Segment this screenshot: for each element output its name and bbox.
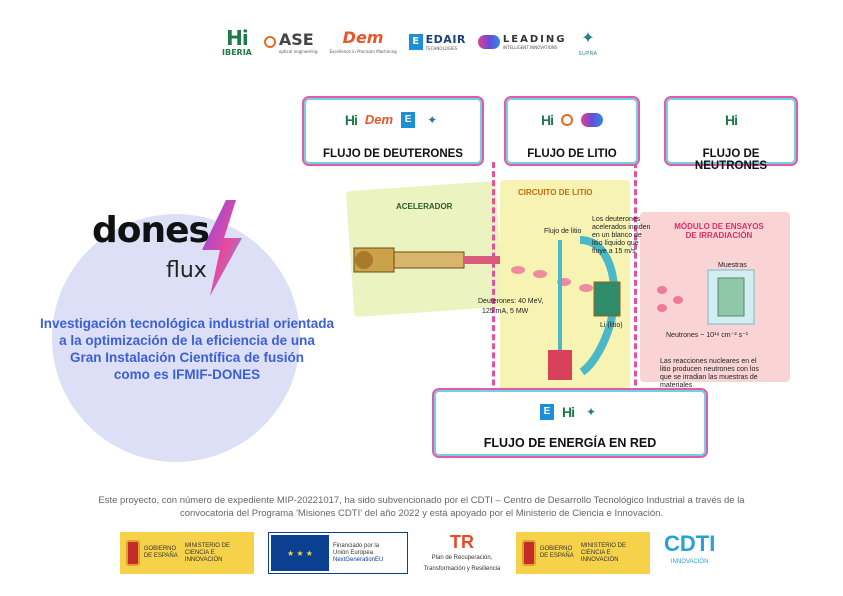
li-label: Li (litio) <box>600 322 623 329</box>
label-modulo-ensayos: MÓDULO DE ENSAYOS DE IRRADIACIÓN <box>674 222 764 240</box>
hi-iberia-mark: Hi <box>344 112 358 128</box>
edair-icon: E <box>408 34 423 50</box>
headline-line: Investigación tecnológica industrial ori… <box>39 316 335 331</box>
lightning-bolt-icon <box>202 200 242 296</box>
leading-icon <box>477 35 500 49</box>
dones-wordmark: dones <box>92 210 210 251</box>
supra-icon: ✦ <box>427 113 438 127</box>
leading-mark: LEADING <box>502 34 567 45</box>
eu-text-2: Unión Europea <box>333 549 374 556</box>
leading-icon <box>581 113 603 127</box>
funding-note-line: Este proyecto, con número de expediente … <box>98 495 745 506</box>
edair-subtitle: TECHNOLOGIES <box>425 46 458 51</box>
cdti-mark: CDTI <box>664 531 716 556</box>
hi-iberia-mark: Hi <box>562 404 575 420</box>
deuterones-note: Los deuterones acelerados inciden en un … <box>592 216 651 255</box>
ase-icon <box>263 36 276 48</box>
spain-coat-of-arms-icon <box>126 540 140 566</box>
project-headline: Investigación tecnológica industrial ori… <box>12 315 362 383</box>
card-flujo-neutrones: Hi FLUJO DE NEUTRONES <box>664 96 798 172</box>
dem-logo: Dem Excellence in Precision Machining <box>329 28 397 55</box>
hi-iberia-mark: Hi <box>725 112 738 128</box>
hi-iberia-logo: Hi IBERIA <box>222 28 252 57</box>
card-title-energia: FLUJO DE ENERGÍA EN RED <box>483 436 657 450</box>
gobierno-ministerio-logo: GOBIERNO DE ESPAÑA MINISTERIO DE CIENCIA… <box>120 532 254 574</box>
hi-iberia-mark: Hi <box>226 25 249 50</box>
deuteron-beam <box>511 266 593 292</box>
card-logos: Hi <box>514 110 630 130</box>
card-title-litio: FLUJO DE LITIO <box>527 148 617 160</box>
lithium-loop <box>548 236 621 380</box>
label-acelerador: ACELERADOR <box>396 202 453 211</box>
hi-iberia-text: IBERIA <box>222 47 252 57</box>
irradiation-module <box>657 269 755 325</box>
supra-mark: SUPRA <box>578 50 598 57</box>
eu-flag-icon: ★ ★ ★ <box>271 535 329 571</box>
partner-logos-header: Hi IBERIA ASE optical engineering Dem Ex… <box>222 22 597 62</box>
hi-iberia-mark: Hi <box>541 112 554 128</box>
dem-subtitle: Excellence in Precision Machining <box>329 49 397 54</box>
prtr-logo: TR Plan de Recuperación, Transformación … <box>422 533 502 573</box>
dem-mark: Dem <box>364 112 394 127</box>
prtr-text-1: Plan de Recuperación, <box>431 555 493 561</box>
supra-logo: ✦ SUPRA <box>578 28 597 57</box>
prtr-mark: TR <box>450 532 474 552</box>
headline-line: a la optimización de la eficiencia de un… <box>59 333 315 348</box>
edair-icon: E <box>401 112 416 128</box>
divider-dashed-left <box>492 162 495 458</box>
funding-note: Este proyecto, con número de expediente … <box>40 494 803 520</box>
brand-circle <box>52 214 300 462</box>
headline-line: Gran Instalación Científica de fusión <box>69 350 305 365</box>
card-flujo-energia: E Hi ✦ FLUJO DE ENERGÍA EN RED <box>432 388 708 458</box>
card-title-neutrones: FLUJO DE NEUTRONES <box>694 148 768 172</box>
headline-line: como es IFMIF-DONES <box>113 367 261 382</box>
funding-note-line: convocatoria del Programa 'Misiones CDTI… <box>179 508 664 519</box>
leading-logo: LEADING INTELLIGENT INNOVATIONS <box>477 34 567 50</box>
label-flujo-litio: Flujo de litio <box>544 228 582 235</box>
ministerio-text: MINISTERIO DE CIENCIA E INNOVACIÓN <box>184 542 230 563</box>
accelerator-illustration <box>353 247 500 273</box>
card-title-deuterones: FLUJO DE DEUTERONES <box>323 148 463 160</box>
funder-logos: GOBIERNO DE ESPAÑA MINISTERIO DE CIENCIA… <box>120 532 730 574</box>
prtr-text-2: Transformación y Resiliencia <box>423 566 501 572</box>
ase-subtitle: optical engineering <box>278 49 318 54</box>
neutrones-flux: Neutrones ~ 10¹⁸ cm⁻² s⁻¹ <box>666 332 749 339</box>
card-flujo-deuterones: Hi Dem E ✦ FLUJO DE DEUTERONES <box>302 96 484 166</box>
deuterones-energy-line-2: 125 mA, 5 MW <box>482 308 529 315</box>
eu-text-3: NextGenerationEU <box>333 556 384 563</box>
supra-icon: ✦ <box>585 405 597 419</box>
eu-nextgeneration-logo: ★ ★ ★ Financiado por la Unión Europea Ne… <box>268 532 408 574</box>
edair-mark: EDAIR <box>425 33 466 46</box>
card-flujo-litio: Hi FLUJO DE LITIO <box>504 96 640 166</box>
eu-text-1: Financiado por la <box>333 542 380 549</box>
cdti-logo: CDTI INNOVACIÓN <box>664 533 715 573</box>
card-logos: Hi <box>674 110 788 130</box>
gobierno-ministerio-logo-2: GOBIERNO DE ESPAÑA MINISTERIO DE CIENCIA… <box>516 532 650 574</box>
cdti-subtitle: INNOVACIÓN <box>670 559 709 565</box>
card-logos: E Hi ✦ <box>442 402 698 422</box>
leading-subtitle: INTELLIGENT INNOVATIONS <box>502 45 558 50</box>
spain-coat-of-arms-icon <box>522 540 536 566</box>
supra-icon: ✦ <box>581 27 595 47</box>
flux-wordmark: flux <box>166 258 207 283</box>
ministerio-text: MINISTERIO DE CIENCIA E INNOVACIÓN <box>580 542 626 563</box>
ase-icon <box>561 114 573 126</box>
ifmif-diagram: Hi Dem E ✦ FLUJO DE DEUTERONES Hi FLUJO … <box>300 92 800 462</box>
edair-icon: E <box>540 404 554 420</box>
divider-dashed-right <box>634 162 637 458</box>
reacciones-note: Las reacciones nucleares en el litio pro… <box>660 358 759 389</box>
label-circuito-litio: CIRCUITO DE LITIO <box>518 188 593 197</box>
edair-logo: E EDAIR TECHNOLOGIES <box>408 33 466 51</box>
deuterones-energy-line-1: Deuterones: 40 MeV, <box>478 298 544 305</box>
dem-mark: Dem <box>342 28 384 47</box>
card-logos: Hi Dem E ✦ <box>312 110 474 130</box>
gobierno-text: GOBIERNO DE ESPAÑA <box>143 546 178 559</box>
gobierno-text: GOBIERNO DE ESPAÑA <box>539 546 574 559</box>
ase-logo: ASE optical engineering <box>263 30 318 54</box>
label-muestras: Muestras <box>718 262 747 269</box>
ase-mark: ASE <box>278 30 314 49</box>
